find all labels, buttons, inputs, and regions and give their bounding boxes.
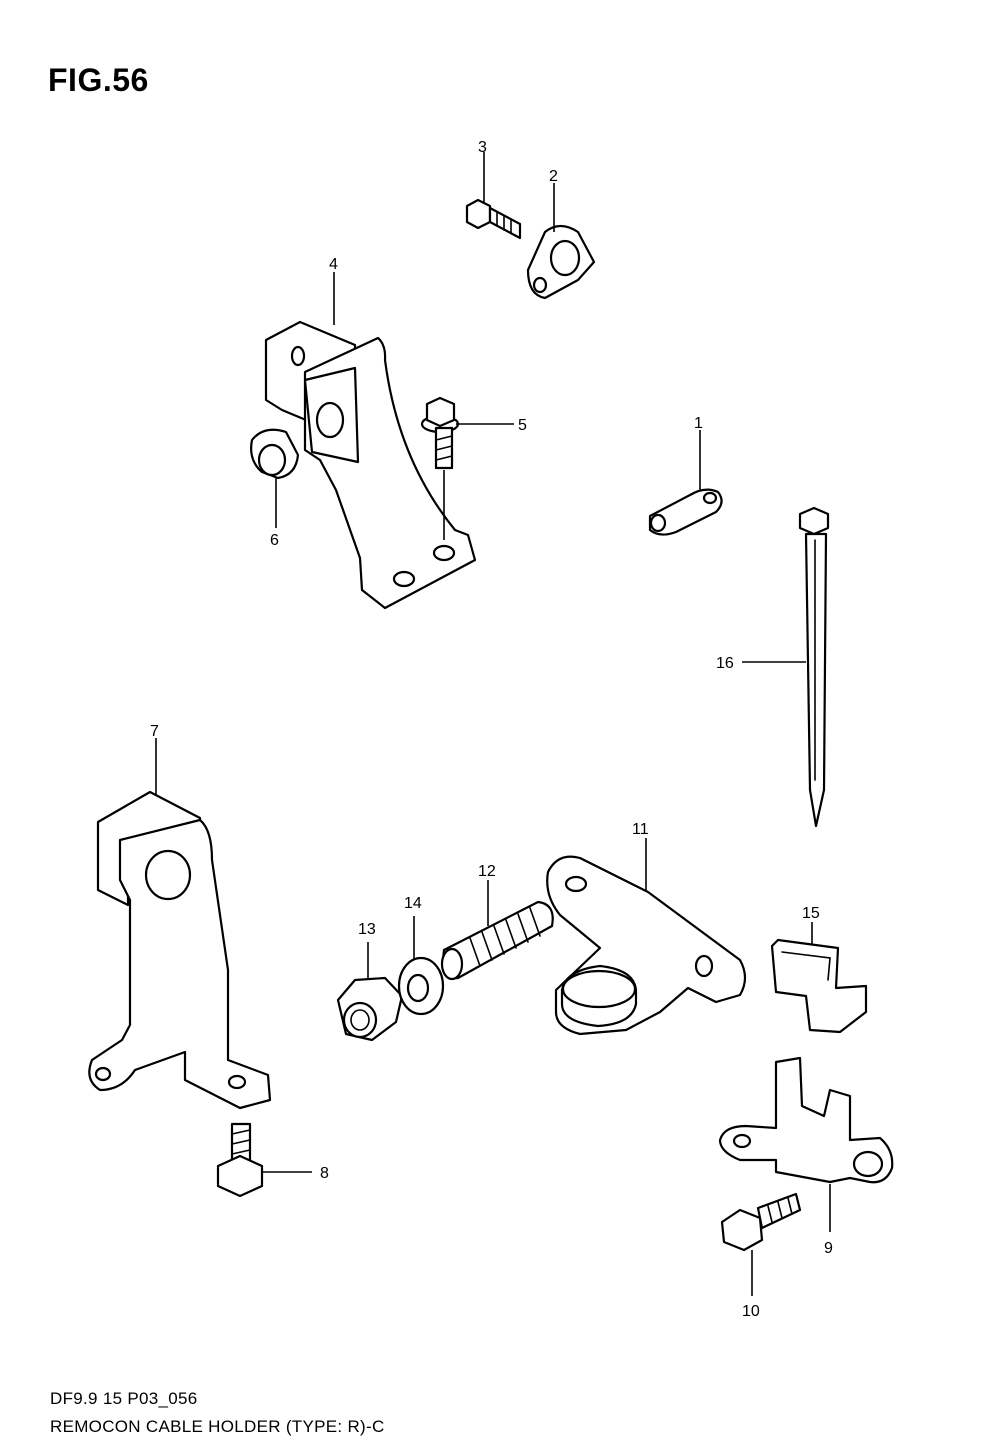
part-1-cable-end: 1 (648, 415, 723, 536)
callout-3: 3 (478, 139, 487, 156)
figure-title: FIG.56 (48, 62, 149, 98)
part-13-nut: 13 (336, 921, 404, 1042)
callout-4: 4 (329, 256, 338, 273)
callout-6: 6 (270, 532, 279, 549)
callout-2: 2 (549, 168, 558, 185)
callout-10: 10 (742, 1303, 760, 1320)
callout-16: 16 (716, 655, 734, 672)
callout-14: 14 (404, 895, 422, 912)
callout-13: 13 (358, 921, 376, 938)
callout-8: 8 (320, 1165, 329, 1182)
part-11-bracket: 11 (546, 821, 747, 1036)
callout-9: 9 (824, 1240, 833, 1257)
part-3-bolt: 3 (465, 139, 522, 240)
part-12-stud: 12 (440, 863, 554, 981)
figure-footer: DF9.9 15 P03_056 REMOCON CABLE HOLDER (T… (50, 1385, 385, 1441)
part-16-cable-tie: 16 (716, 506, 830, 828)
part-9-bracket: 9 (718, 1056, 894, 1257)
part-8-bolt: 8 (216, 1122, 329, 1198)
part-7-bracket: 7 (88, 723, 272, 1110)
callout-12: 12 (478, 863, 496, 880)
part-5-bolt: 5 (420, 396, 527, 540)
part-10-bolt: 10 (720, 1192, 802, 1320)
callout-5: 5 (518, 417, 527, 434)
callout-1: 1 (694, 415, 703, 432)
part-4-bracket: 4 (264, 256, 477, 610)
part-2-clamp: 2 (526, 168, 596, 300)
callout-11: 11 (632, 821, 649, 838)
part-15-clip: 15 (770, 905, 868, 1034)
part-6-grommet: 6 (250, 428, 300, 549)
callout-7: 7 (150, 723, 159, 740)
part-14-washer: 14 (397, 895, 445, 1016)
callout-15: 15 (802, 905, 820, 922)
drawing-code: DF9.9 15 P03_056 (50, 1389, 198, 1408)
figure-caption: REMOCON CABLE HOLDER (TYPE: R)-C (50, 1417, 385, 1436)
